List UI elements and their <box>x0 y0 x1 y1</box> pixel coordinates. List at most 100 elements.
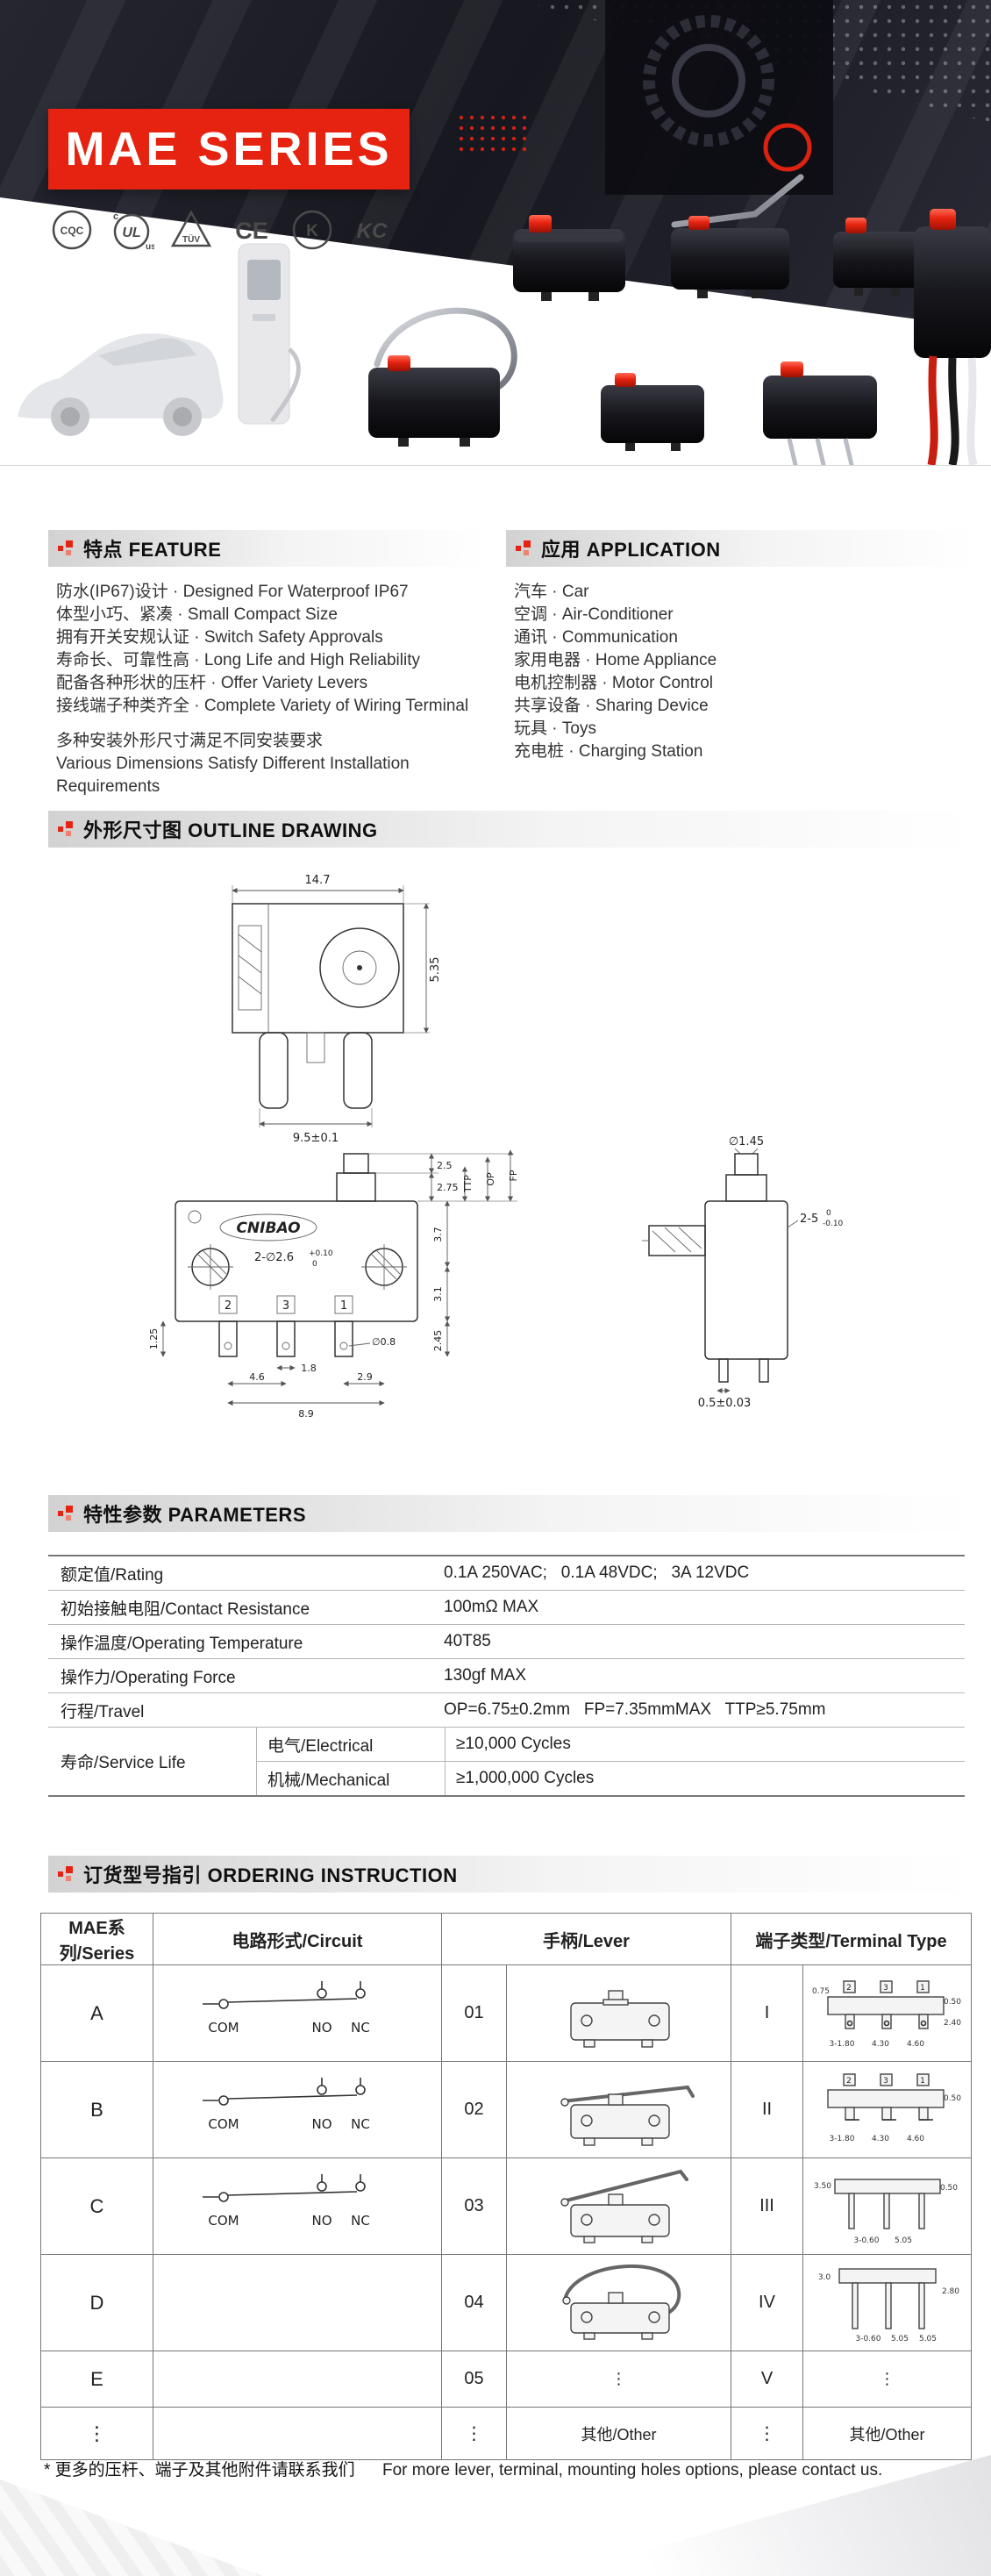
tuv-cert-icon: TÜV <box>170 210 212 247</box>
terminal-code-cell: I <box>731 1964 803 2062</box>
outline-side-view: ∅1.45 2-5 0 -0.10 0.5±0.03 <box>642 1135 844 1410</box>
svg-text:2.80: 2.80 <box>941 2287 959 2296</box>
svg-text:3: 3 <box>883 2077 888 2086</box>
terminal-code-cell: II <box>731 2061 803 2158</box>
svg-text:9.5±0.1: 9.5±0.1 <box>293 1132 339 1145</box>
feature-item: 防水(IP67)设计 · Designed For Waterproof IP6… <box>56 583 409 601</box>
terminal-type-1-drawing: 2 3 1 0.75 3-1.80 4.30 4.60 0.50 2.40 <box>811 1980 961 2049</box>
section-icon <box>58 1506 73 1521</box>
bottom-left-decoration <box>0 2479 263 2576</box>
svg-text:CE: CE <box>235 218 268 244</box>
terminal-cell: 2 3 1 0.75 3-1.80 4.30 4.60 0.50 2.40 <box>802 1964 972 2062</box>
svg-text:1.25: 1.25 <box>148 1328 160 1350</box>
lever-code-cell: 02 <box>441 2061 507 2158</box>
svg-text:0.50: 0.50 <box>943 2094 960 2103</box>
svg-text:KC: KC <box>357 219 388 243</box>
svg-text:5.05: 5.05 <box>894 2236 911 2245</box>
svg-text:-0.10: -0.10 <box>823 1220 844 1228</box>
lever-code-cell: ⋮ <box>441 2407 507 2460</box>
param-row-rating: 额定值/Rating 0.1A 250VAC; 0.1A 48VDC; 3A 1… <box>48 1556 965 1591</box>
param-value: 0.1A 250VAC; 0.1A 48VDC; 3A 12VDC <box>444 1563 750 1582</box>
svg-text:14.7: 14.7 <box>305 874 331 887</box>
parameters-title: 特性参数 PARAMETERS <box>83 1504 306 1526</box>
svg-text:∅0.8: ∅0.8 <box>372 1336 396 1348</box>
kc-cert-icon: KC <box>357 219 388 243</box>
outline-drawings: 14.7 5.35 9.5±0.1 CNIBAO <box>148 874 844 1420</box>
svg-text:TTP: TTP <box>462 1175 474 1193</box>
lever-cell <box>506 2254 731 2351</box>
svg-text:CQC: CQC <box>61 225 84 237</box>
svg-text:0.50: 0.50 <box>939 2184 957 2193</box>
param-label: 初始接触电阻/Contact Resistance <box>61 1599 310 1619</box>
lever-code-cell: 04 <box>441 2254 507 2351</box>
svg-text:4.60: 4.60 <box>906 2135 923 2143</box>
param-value: ≥10,000 Cycles <box>456 1735 571 1753</box>
terminal-cell: 3.0 3-0.60 5.05 5.05 2.80 <box>802 2254 972 2351</box>
circuit-spdt-diagram: COM NO NC <box>203 2078 370 2132</box>
feature-item: Various Dimensions Satisfy Different Ins… <box>56 755 414 796</box>
section-icon <box>516 540 531 555</box>
svg-text:2: 2 <box>225 1299 232 1313</box>
series-title: MAE SERIES <box>65 123 393 175</box>
svg-text:2.75: 2.75 <box>437 1182 459 1193</box>
cqc-cert-icon: CQC <box>52 210 92 250</box>
svg-text:NC: NC <box>351 2116 370 2132</box>
series-cell: A <box>40 1964 153 2062</box>
terminal-cell: 其他/Other <box>802 2407 972 2460</box>
param-value: 100mΩ MAX <box>444 1598 539 1616</box>
svg-text:3.7: 3.7 <box>432 1227 444 1242</box>
lever-cell <box>506 2061 731 2158</box>
param-value: OP=6.75±0.2mm FP=7.35mmMAX TTP≥5.75mm <box>444 1700 826 1719</box>
svg-text:3-1.80: 3-1.80 <box>829 2040 854 2049</box>
svg-text:0.50: 0.50 <box>943 1998 960 2007</box>
svg-text:4.6: 4.6 <box>249 1371 265 1383</box>
outline-title: 外形尺寸图 OUTLINE DRAWING <box>83 819 378 841</box>
circuit-cell: COM NO NC <box>153 2157 442 2255</box>
svg-text:4.30: 4.30 <box>871 2040 888 2049</box>
svg-text:3.0: 3.0 <box>817 2273 831 2282</box>
svg-text:3: 3 <box>883 1984 888 1993</box>
feature-item: 多种安装外形尺寸满足不同安装要求 <box>56 732 324 750</box>
svg-text:2.40: 2.40 <box>943 2019 960 2028</box>
footnote-en: For more lever, terminal, mounting holes… <box>381 2461 883 2479</box>
ordering-row-c: C COM NO NC 03 <box>40 2157 972 2255</box>
svg-text:K: K <box>306 222 318 240</box>
lever-cell <box>506 2157 731 2255</box>
application-item: 通讯 · Communication <box>514 628 678 647</box>
lever-code-cell: 03 <box>441 2157 507 2255</box>
ce-cert-icon: CE <box>235 218 268 244</box>
svg-text:UL: UL <box>122 225 140 240</box>
svg-text:0.75: 0.75 <box>811 1987 829 1996</box>
terminal-cell: 3.50 3-0.60 5.05 0.50 <box>802 2157 972 2255</box>
lever-code-cell: 05 <box>441 2351 507 2408</box>
param-value: 40T85 <box>444 1632 491 1650</box>
car-photo-decoration <box>18 333 224 436</box>
section-icon <box>58 540 73 555</box>
ordering-row-a: A COM NO NC 01 <box>40 1964 972 2062</box>
param-row-operating-force: 操作力/Operating Force 130gf MAX <box>48 1659 965 1693</box>
charging-station-decoration <box>238 243 301 425</box>
lever-cell: ⋮ <box>506 2351 731 2408</box>
svg-text:FP: FP <box>508 1170 519 1181</box>
param-row-service-life: 寿命/Service Life 电气/Electrical ≥10,000 Cy… <box>48 1728 965 1795</box>
svg-text:0.5±0.03: 0.5±0.03 <box>698 1397 752 1410</box>
svg-text:COM: COM <box>208 2116 239 2132</box>
param-label: 额定值/Rating <box>61 1565 164 1585</box>
switch-photo-wired <box>914 209 991 465</box>
footnote: * 更多的压杆、端子及其他附件请联系我们 For more lever, ter… <box>44 2457 882 2480</box>
ordering-title: 订货型号指引 ORDERING INSTRUCTION <box>83 1864 458 1886</box>
footnote-zh: * 更多的压杆、端子及其他附件请联系我们 <box>44 2461 355 2479</box>
application-item: 玩具 · Toys <box>514 719 596 738</box>
svg-text:5.05: 5.05 <box>918 2335 936 2343</box>
svg-text:3-0.60: 3-0.60 <box>853 2236 879 2245</box>
service-life-electrical-row: 电气/Electrical ≥10,000 Cycles <box>257 1728 965 1762</box>
application-item: 充电桩 · Charging Station <box>514 742 703 761</box>
svg-text:us: us <box>146 242 154 251</box>
svg-text:0: 0 <box>826 1209 831 1218</box>
ordering-header-row: MAE系列/Series 电路形式/Circuit 手柄/Lever 端子类型/… <box>40 1913 972 1965</box>
circuit-spdt-diagram: COM NO NC <box>203 1981 370 2036</box>
col-header-circuit: 电路形式/Circuit <box>153 1913 442 1965</box>
svg-text:OP: OP <box>485 1172 496 1186</box>
svg-text:NO: NO <box>311 2020 332 2036</box>
svg-text:COM: COM <box>208 2020 239 2036</box>
